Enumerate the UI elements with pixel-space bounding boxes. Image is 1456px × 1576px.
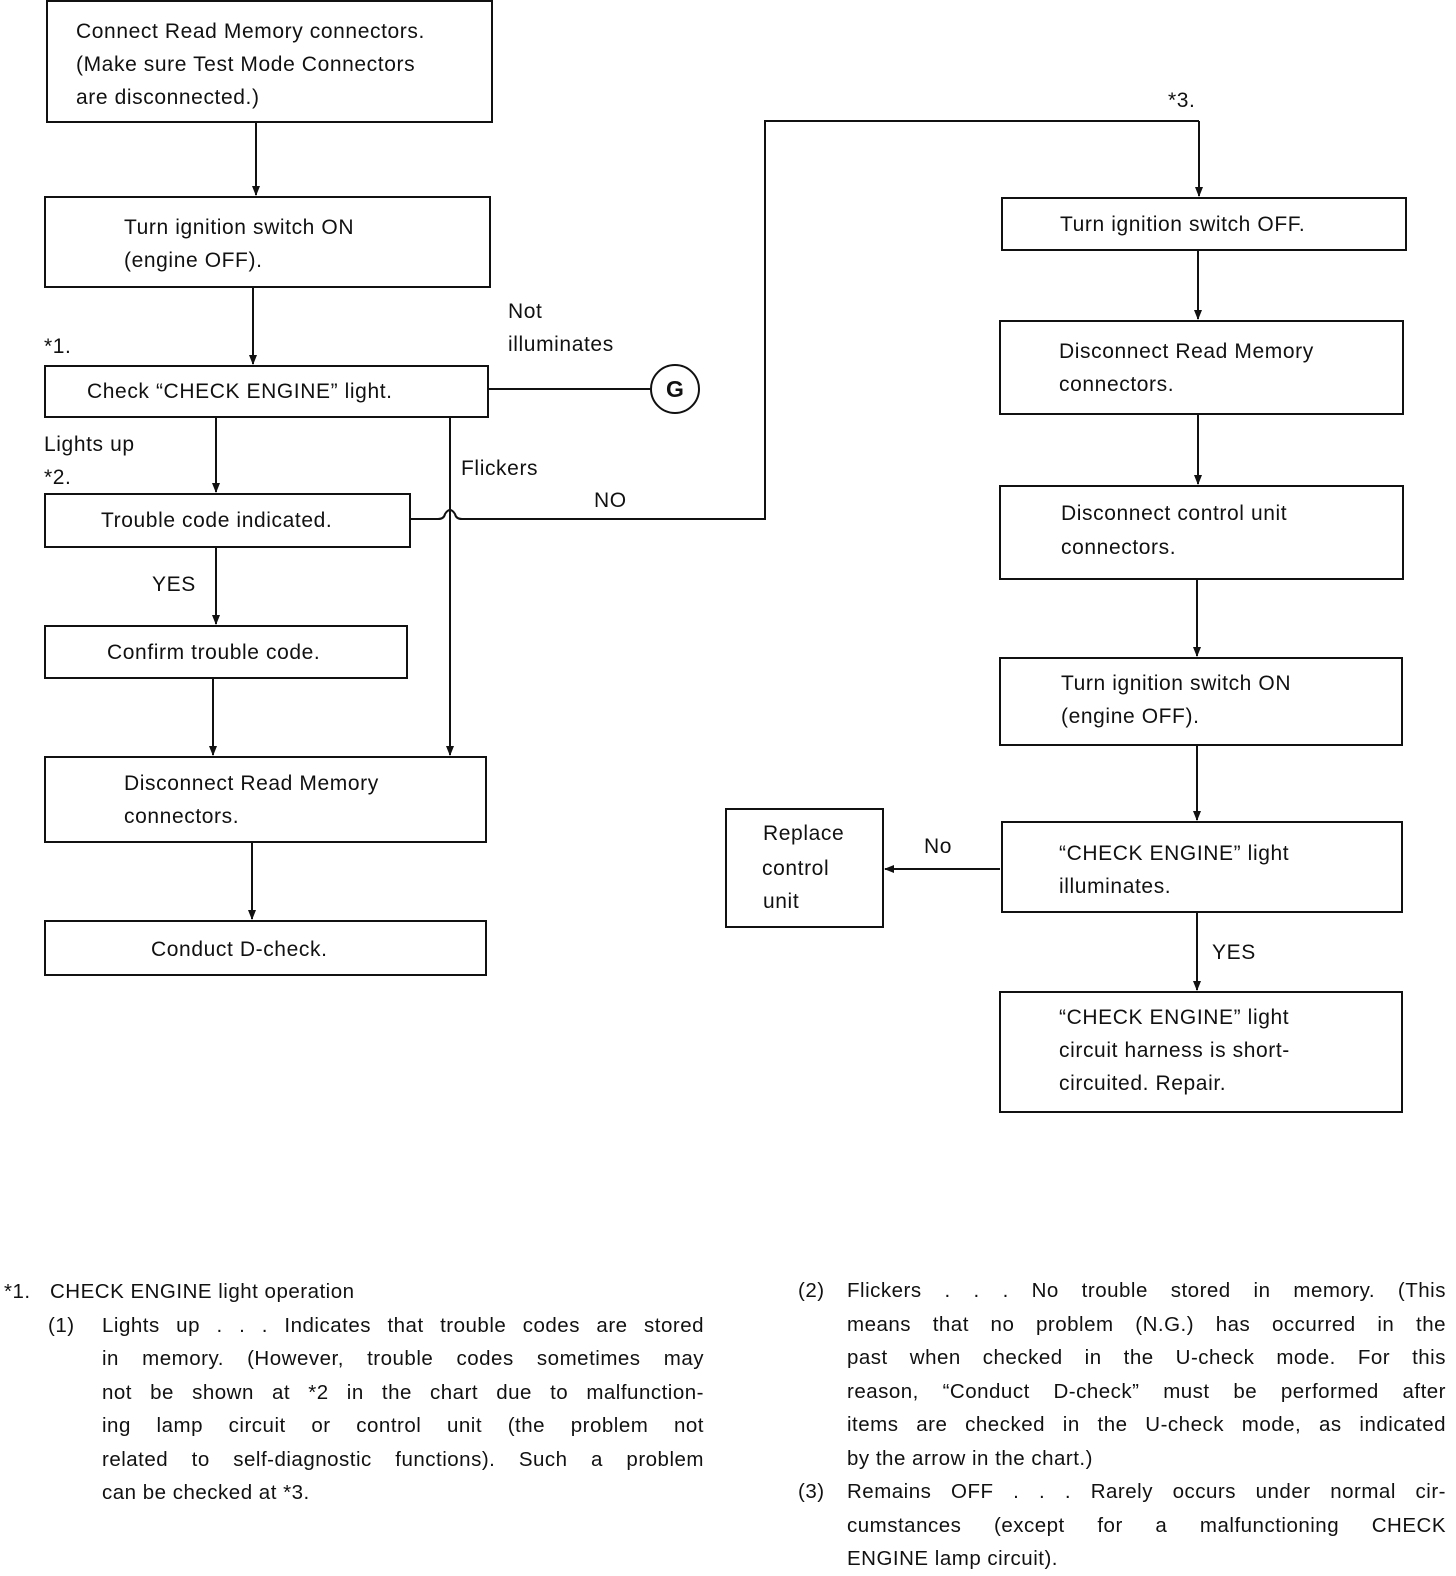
box-text: Trouble code indicated. [101,509,333,532]
box-text: circuited. Repair. [1059,1072,1227,1095]
box-text: (engine OFF). [1061,705,1200,728]
box-text: Replace [763,822,845,845]
box-disconnect-read-memory-right: Disconnect Read Memory connectors. [999,320,1404,415]
box-text: “CHECK ENGINE” light [1059,1006,1290,1029]
label-not: Not [508,300,543,323]
note-line: Remains OFF . . . Rarely occurs under no… [847,1480,1446,1503]
note-item-3: (3) Remains OFF . . . Rarely occurs unde… [798,1475,1446,1576]
label-star1: *1. [44,335,72,358]
box-conduct-d-check: Conduct D-check. [44,920,487,976]
box-text: unit [763,890,800,913]
note-item-1: (1) Lights up . . . Indicates that troub… [48,1309,704,1510]
box-text: Connect Read Memory connectors. [76,20,425,43]
box-disconnect-read-memory-left: Disconnect Read Memory connectors. [44,756,487,843]
box-text: connectors. [1061,536,1177,559]
box-check-engine-illuminates: “CHECK ENGINE” light illuminates. [1001,821,1403,913]
notes-heading-text: CHECK ENGINE light operation [50,1280,355,1303]
label-star3: *3. [1168,89,1196,112]
box-text: Disconnect Read Memory [1059,340,1314,363]
box-text: illuminates. [1059,875,1172,898]
label-yes-left: YES [152,573,196,596]
box-text: Check “CHECK ENGINE” light. [87,380,393,403]
label-star2: *2. [44,466,72,489]
note-item-2-num: (2) [798,1279,825,1302]
box-text: Confirm trouble code. [107,641,321,664]
box-text: connectors. [124,805,240,828]
note-item-2: (2) Flickers . . . No trouble stored in … [798,1274,1446,1475]
box-turn-ignition-on: Turn ignition switch ON (engine OFF). [44,196,491,288]
line-no-to-star3 [410,120,1199,520]
note-line: in memory. (However, trouble codes somet… [102,1347,704,1370]
note-item-1-num: (1) [48,1313,75,1337]
box-turn-ignition-on-right: Turn ignition switch ON (engine OFF). [999,657,1403,746]
connector-g-label: G [666,375,684,402]
box-trouble-code-indicated: Trouble code indicated. [44,493,411,548]
note-line: not be shown at *2 in the chart due to m… [102,1380,704,1404]
notes-right: (2) Flickers . . . No trouble stored in … [798,1274,1446,1576]
box-text: Turn ignition switch ON [1061,672,1292,695]
label-lights-up: Lights up [44,433,135,456]
note-line: Lights up . . . Indicates that trouble c… [102,1313,704,1337]
box-text: Conduct D-check. [151,938,328,961]
box-text: “CHECK ENGINE” light [1059,842,1290,865]
box-text: circuit harness is short- [1059,1039,1290,1062]
note-line: Flickers . . . No trouble stored in memo… [847,1279,1446,1302]
connector-g-circle: G [650,364,700,414]
note-line: reason, “Conduct D-check” must be perfor… [847,1379,1446,1403]
notes-left: *1. CHECK ENGINE light operation (1) Lig… [4,1275,704,1510]
box-text: Disconnect Read Memory [124,772,379,795]
box-disconnect-control-unit: Disconnect control unit connectors. [999,485,1404,580]
box-text: Turn ignition switch ON [124,216,355,239]
note-line: means that no problem (N.G.) has occurre… [847,1312,1446,1336]
note-line: ing lamp circuit or control unit (the pr… [102,1414,704,1437]
label-no-upper: NO [594,489,627,512]
box-connect-read-memory: Connect Read Memory connectors. (Make su… [46,0,493,123]
note-line: items are checked in the U-check mode, a… [847,1413,1446,1436]
note-line: ENGINE lamp circuit). [847,1547,1058,1570]
note-item-3-num: (3) [798,1480,825,1503]
label-yes-right: YES [1212,941,1256,964]
box-check-engine-light: Check “CHECK ENGINE” light. [44,365,489,418]
box-text: connectors. [1059,373,1175,396]
box-confirm-trouble-code: Confirm trouble code. [44,625,408,679]
notes-heading: *1. CHECK ENGINE light operation [4,1275,704,1309]
box-replace-control-unit: Replace control unit [725,808,884,928]
box-text: control [762,857,830,880]
note-line: related to self-diagnostic functions). S… [102,1447,704,1471]
note-line: cumstances (except for a malfunctioning … [847,1513,1446,1537]
label-no-lower: No [924,835,953,858]
label-illuminates: illuminates [508,333,614,356]
box-text: Turn ignition switch OFF. [1060,213,1306,236]
box-text: (engine OFF). [124,249,263,272]
box-text: are disconnected.) [76,86,260,109]
box-text: (Make sure Test Mode Connectors [76,53,416,76]
notes-heading-mark: *1. [4,1280,31,1303]
label-flickers: Flickers [461,457,539,480]
note-line: by the arrow in the chart.) [847,1446,1093,1470]
box-text: Disconnect control unit [1061,502,1288,525]
box-turn-ignition-off: Turn ignition switch OFF. [1001,197,1407,251]
note-line: can be checked at *3. [102,1481,310,1504]
note-line: past when checked in the U-check mode. F… [847,1346,1446,1369]
box-harness-short-circuited: “CHECK ENGINE” light circuit harness is … [999,991,1403,1113]
